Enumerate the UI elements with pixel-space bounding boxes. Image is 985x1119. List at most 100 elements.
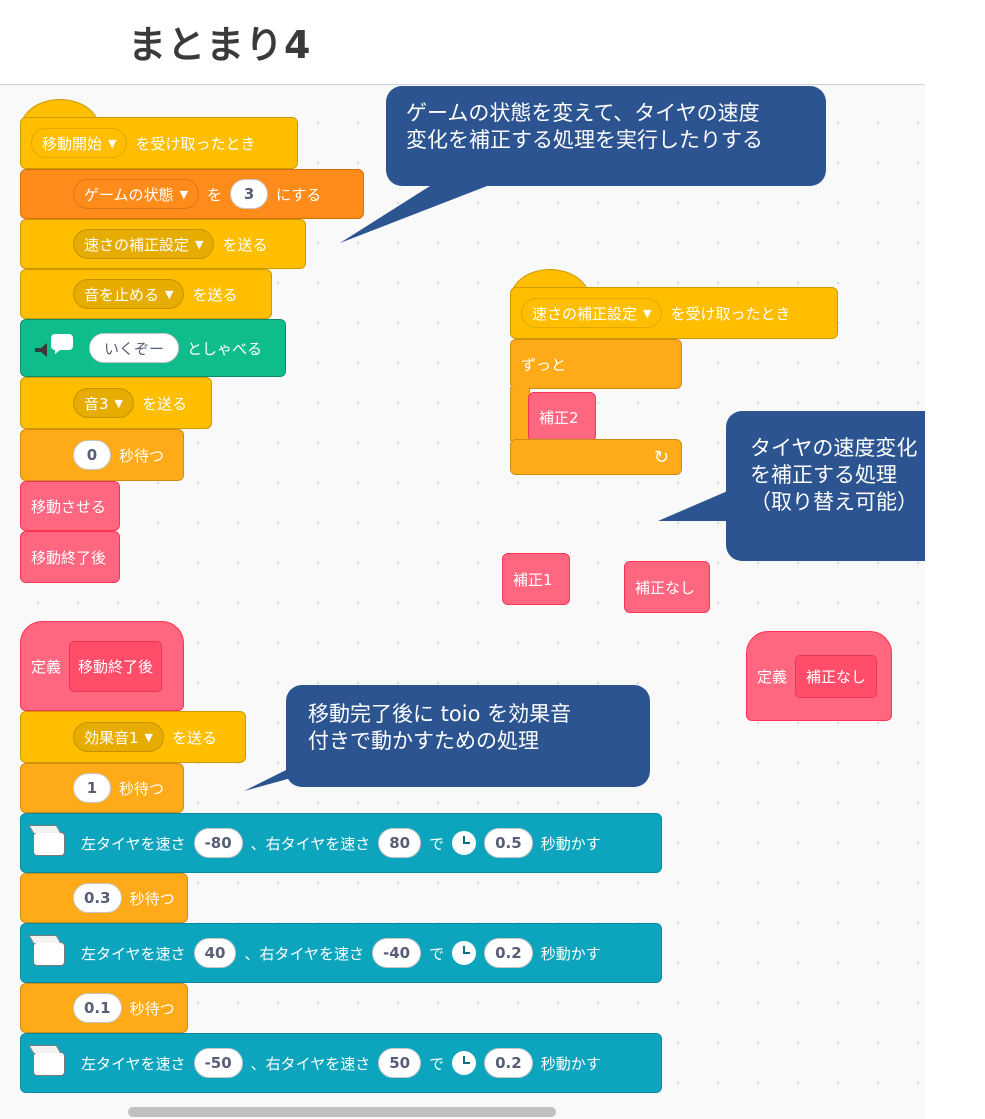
define-hosei-none-block[interactable]: 定義 補正なし — [746, 631, 892, 721]
block-label: 秒動かす — [540, 834, 601, 853]
call-move-block[interactable]: 移動させる — [20, 481, 120, 531]
motor-block[interactable]: 左タイヤを速さ -50 、右タイヤを速さ 50 で 0.2 秒動かす — [20, 1033, 662, 1093]
wait-seconds-input[interactable]: 0.3 — [73, 883, 122, 913]
variable-dropdown[interactable]: ゲームの状態 ▼ — [73, 179, 200, 209]
block-label: で — [429, 834, 445, 853]
block-label: 左タイヤを速さ — [81, 1054, 186, 1073]
when-receive-hat-block[interactable]: 速さの補正設定▼ を受け取ったとき — [510, 287, 838, 339]
forever-arm — [510, 387, 530, 441]
duration-input[interactable]: 0.2 — [484, 1048, 533, 1078]
message-dropdown-label: 移動開始 — [42, 134, 103, 153]
left-speed-input[interactable]: -50 — [193, 1048, 243, 1078]
message-dropdown[interactable]: 音を止める▼ — [73, 279, 185, 309]
call-after-move-block[interactable]: 移動終了後 — [20, 531, 120, 583]
speak-text-input[interactable]: いくぞー — [89, 333, 180, 363]
right-speed-input[interactable]: 50 — [378, 1048, 422, 1078]
block-label: 秒動かす — [540, 944, 601, 963]
block-label: 左タイヤを速さ — [81, 944, 186, 963]
left-speed-input[interactable]: -80 — [193, 828, 243, 858]
callout-text: を補正する処理 — [750, 463, 897, 487]
block-label: 秒待つ — [119, 446, 165, 465]
chevron-down-icon: ▼ — [108, 136, 117, 150]
value-input[interactable]: 3 — [230, 179, 269, 209]
block-label: ずっと — [521, 355, 567, 374]
block-label: で — [429, 944, 445, 963]
wait-block[interactable]: 0 秒待つ — [20, 429, 184, 481]
callout-correction: タイヤの速度変化 を補正する処理 （取り替え可能） — [726, 411, 925, 561]
message-dropdown[interactable]: 音3▼ — [73, 388, 135, 418]
callout-game-state: ゲームの状態を変えて、タイヤの速度 変化を補正する処理を実行したりする — [386, 86, 826, 186]
chevron-down-icon: ▼ — [643, 306, 652, 320]
define-label: 定義 — [757, 667, 788, 686]
right-speed-input[interactable]: -40 — [372, 938, 422, 968]
wait-seconds-input[interactable]: 1 — [73, 773, 111, 803]
hosei2-block[interactable]: 補正2 — [528, 392, 596, 442]
broadcast-block[interactable]: 効果音1▼ を送る — [20, 711, 246, 763]
message-dropdown[interactable]: 移動開始 ▼ — [31, 128, 128, 158]
message-dropdown-label: 速さの補正設定 — [532, 304, 638, 323]
wait-block[interactable]: 0.1 秒待つ — [20, 983, 188, 1033]
message-dropdown-label: 音を止める — [84, 285, 160, 304]
message-dropdown[interactable]: 効果音1▼ — [73, 722, 165, 752]
block-label: で — [429, 1054, 445, 1073]
variable-dropdown-label: ゲームの状態 — [84, 185, 174, 204]
block-label: としゃべる — [187, 339, 263, 358]
forever-block[interactable]: ずっと — [510, 339, 682, 389]
clock-icon — [452, 1051, 477, 1075]
duration-input[interactable]: 0.5 — [484, 828, 533, 858]
toio-cube-icon — [31, 936, 69, 970]
proc-prototype: 補正なし — [795, 654, 878, 698]
define-label: 定義 — [31, 657, 62, 676]
motor-block[interactable]: 左タイヤを速さ -80 、右タイヤを速さ 80 で 0.5 秒動かす — [20, 813, 662, 873]
message-dropdown-label: 音3 — [84, 394, 109, 413]
callout-text: （取り替え可能） — [750, 490, 918, 514]
right-speed-input[interactable]: 80 — [378, 828, 422, 858]
block-label: を受け取ったとき — [135, 134, 256, 153]
broadcast-block[interactable]: 速さの補正設定▼ を送る — [20, 219, 306, 269]
callout-text: 移動完了後に toio を効果音 — [308, 702, 572, 726]
chevron-down-icon: ▼ — [144, 730, 154, 744]
block-label: 、右タイヤを速さ — [250, 1054, 371, 1073]
code-workspace[interactable]: 移動開始 ▼ を受け取ったとき ゲームの状態 ▼ を 3 にする 速さの補正設定▼ … — [0, 84, 925, 1119]
forever-bottom: ↻ — [510, 439, 682, 475]
wait-block[interactable]: 1 秒待つ — [20, 763, 184, 813]
motor-block[interactable]: 左タイヤを速さ 40 、右タイヤを速さ -40 で 0.2 秒動かす — [20, 923, 662, 983]
block-label: を — [207, 185, 223, 204]
block-label: 、右タイヤを速さ — [244, 944, 364, 963]
horizontal-scrollbar[interactable] — [128, 1107, 556, 1117]
message-dropdown[interactable]: 速さの補正設定▼ — [73, 229, 215, 259]
block-label: 秒待つ — [119, 779, 165, 798]
wait-seconds-input[interactable]: 0.1 — [73, 993, 122, 1023]
toio-cube-icon — [31, 1046, 69, 1080]
left-speed-input[interactable]: 40 — [193, 938, 237, 968]
callout-text: 変化を補正する処理を実行したりする — [406, 128, 763, 152]
wait-block[interactable]: 0.3 秒待つ — [20, 873, 188, 923]
block-label: を送る — [172, 728, 218, 747]
block-label: 秒動かす — [540, 1054, 601, 1073]
block-label: を送る — [142, 394, 188, 413]
proc-prototype: 移動終了後 — [69, 640, 163, 692]
toio-cube-icon — [31, 826, 69, 860]
define-after-move-block[interactable]: 定義 移動終了後 — [20, 621, 184, 711]
callout-after-move: 移動完了後に toio を効果音 付きで動かすための処理 — [286, 685, 650, 787]
block-label: 、右タイヤを速さ — [250, 834, 371, 853]
clock-icon — [452, 941, 477, 965]
duration-input[interactable]: 0.2 — [484, 938, 533, 968]
chevron-down-icon: ▼ — [179, 187, 189, 201]
block-label: を送る — [192, 285, 238, 304]
loop-arrow-icon: ↻ — [653, 446, 669, 468]
hosei1-block[interactable]: 補正1 — [502, 553, 570, 605]
message-dropdown-label: 速さの補正設定 — [84, 235, 190, 254]
set-variable-block[interactable]: ゲームの状態 ▼ を 3 にする — [20, 169, 364, 219]
block-label: を送る — [222, 235, 268, 254]
when-receive-hat-block[interactable]: 移動開始 ▼ を受け取ったとき — [20, 117, 298, 169]
message-dropdown[interactable]: 速さの補正設定 ▼ — [521, 298, 663, 328]
page-title: まとまり4 — [128, 23, 312, 67]
wait-seconds-input[interactable]: 0 — [73, 440, 111, 470]
block-label: にする — [276, 185, 322, 204]
callout-text: 付きで動かすための処理 — [308, 729, 539, 753]
speak-block[interactable]: いくぞー としゃべる — [20, 319, 286, 377]
broadcast-block[interactable]: 音を止める▼ を送る — [20, 269, 272, 319]
broadcast-block[interactable]: 音3▼ を送る — [20, 377, 212, 429]
hosei-none-block[interactable]: 補正なし — [624, 561, 710, 613]
